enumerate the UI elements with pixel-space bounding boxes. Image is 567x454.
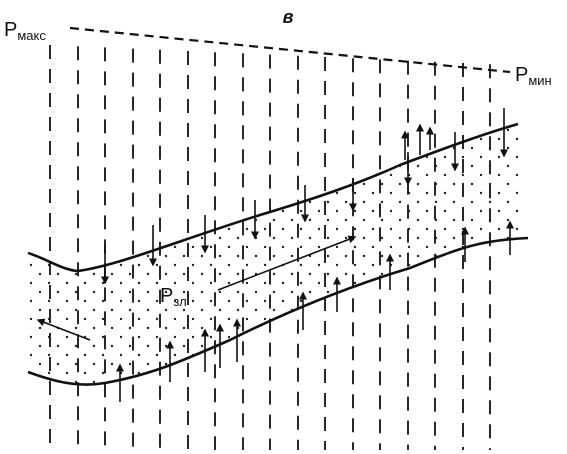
panel-letter: в [283,7,294,27]
p-max-subscript: макс [17,28,46,43]
p-min-label: Pмин [515,64,552,88]
p-min-subscript: мин [528,73,551,88]
p-max-label: Pмакс [4,19,46,43]
p-max-symbol: P [4,19,17,41]
p-zl-symbol: P [160,285,173,307]
p-zl-subscript: зл [173,294,186,309]
p-min-symbol: P [515,64,528,86]
pressure-gradient-line [70,28,510,72]
